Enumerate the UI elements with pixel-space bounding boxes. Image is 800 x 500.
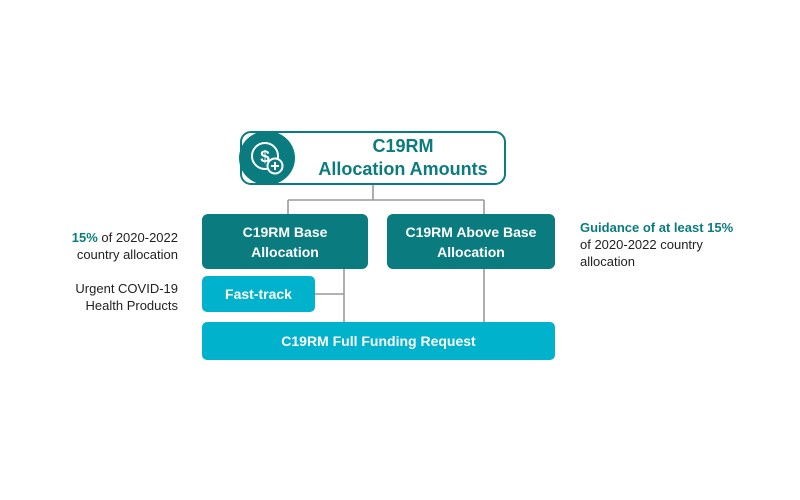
above-base-allocation-box: C19RM Above Base Allocation xyxy=(387,214,555,269)
title-line2: Allocation Amounts xyxy=(318,159,488,179)
fast-track-label: Fast-track xyxy=(225,286,292,302)
title-line1: C19RM xyxy=(372,136,434,156)
full-funding-request-box: C19RM Full Funding Request xyxy=(202,322,555,360)
base-note-line2: country allocation xyxy=(76,247,178,262)
fast-track-note-line1: Urgent COVID-19 xyxy=(75,281,178,296)
base-allocation-box: C19RM Base Allocation xyxy=(202,214,368,269)
above-line2: Allocation xyxy=(437,243,505,260)
above-base-note: Guidance of at least 15% of 2020-2022 co… xyxy=(580,219,733,270)
above-note-line2: of 2020-2022 country xyxy=(580,237,703,252)
fast-track-box: Fast-track xyxy=(202,276,315,312)
base-allocation-note: 15% of 2020-2022 country allocation xyxy=(72,229,178,263)
base-line2: Allocation xyxy=(251,243,319,260)
base-line1: C19RM Base xyxy=(242,223,328,240)
above-note-highlight: Guidance of at least 15% xyxy=(580,220,734,235)
fast-track-note-line2: Health Products xyxy=(85,298,179,313)
fast-track-note: Urgent COVID-19 Health Products xyxy=(75,280,178,314)
base-note-text: of 2020-2022 xyxy=(97,230,178,245)
dollar-plus-icon: $ xyxy=(239,131,295,185)
base-note-highlight: 15% xyxy=(71,230,98,245)
full-funding-label: C19RM Full Funding Request xyxy=(281,333,476,349)
above-line1: C19RM Above Base xyxy=(405,223,537,240)
svg-text:$: $ xyxy=(260,147,270,166)
above-note-line3: allocation xyxy=(580,254,635,269)
